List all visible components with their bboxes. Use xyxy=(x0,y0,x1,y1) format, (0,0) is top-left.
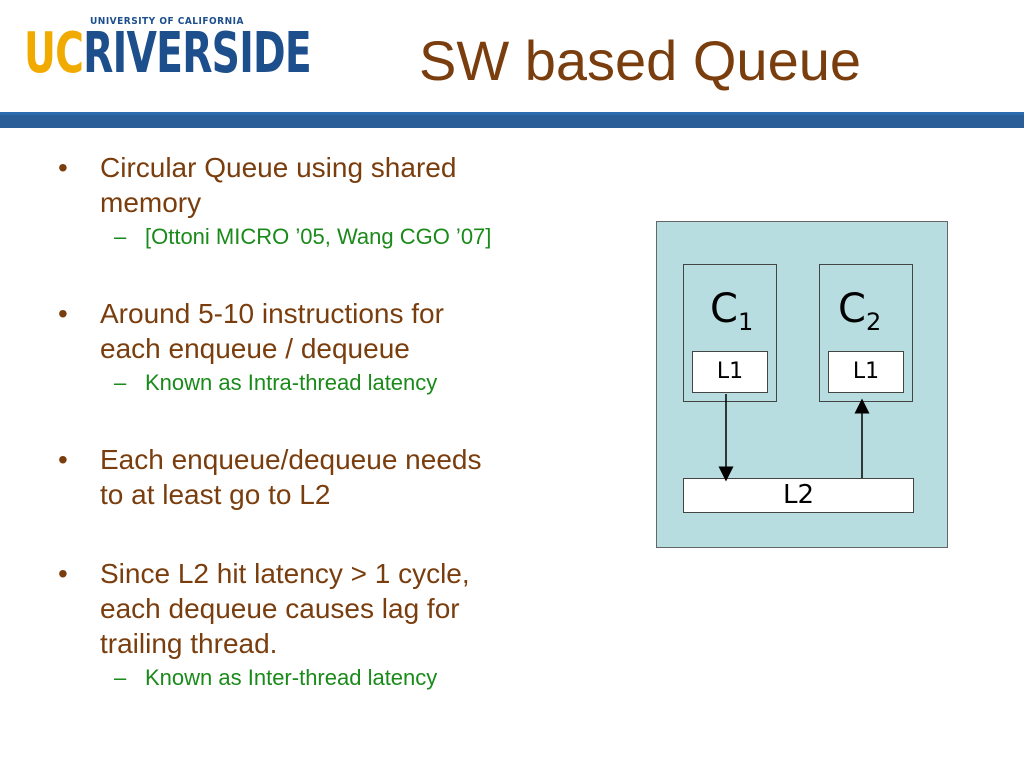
bullet-1-line-2: memory xyxy=(100,187,202,218)
core-c2-label: C2 xyxy=(838,286,882,336)
bullet-item-1: • Circular Queue using shared memory xyxy=(56,150,596,220)
bullet-3-line-2: to at least go to L2 xyxy=(100,479,331,510)
logo-university-text: UNIVERSITY OF CALIFORNIA xyxy=(90,16,244,27)
sub-item-4-text: Known as Inter-thread latency xyxy=(145,665,438,690)
diagram-arrows xyxy=(718,394,870,482)
bullet-3-line-1: Each enqueue/dequeue needs xyxy=(100,444,482,475)
sub-item-2-text: Known as Intra-thread latency xyxy=(145,370,438,395)
sub-marker: – xyxy=(114,665,127,690)
sub-marker: – xyxy=(114,370,127,395)
core-c1-label: C1 xyxy=(710,286,754,336)
sub-item-4: – Known as Inter-thread latency xyxy=(56,663,596,693)
core-c2-l1-cache: L1 xyxy=(828,351,904,393)
bullet-2-line-1: Around 5-10 instructions for xyxy=(100,298,444,329)
ucr-logo: UNIVERSITY OF CALIFORNIA UCRIVERSIDE xyxy=(24,16,312,86)
logo-wordmark: UCRIVERSIDE xyxy=(24,21,312,86)
bullet-marker: • xyxy=(58,152,68,183)
logo-uc: UC xyxy=(24,21,84,86)
bullet-list: • Circular Queue using shared memory – [… xyxy=(56,150,596,693)
sub-marker: – xyxy=(114,224,127,249)
core-c1-box: C1 L1 xyxy=(683,264,777,402)
bullet-marker: • xyxy=(58,298,68,329)
bullet-4-line-2: each dequeue causes lag for xyxy=(100,593,460,624)
slide-title: SW based Queue xyxy=(418,29,862,92)
core-c2-box: C2 L1 xyxy=(819,264,913,402)
sub-item-2: – Known as Intra-thread latency xyxy=(56,368,596,398)
bullet-item-3: • Each enqueue/dequeue needs to at least… xyxy=(56,442,596,512)
bullet-marker: • xyxy=(58,558,68,589)
header-rule xyxy=(0,112,1024,115)
l2-cache: L2 xyxy=(683,478,914,513)
sub-item-1: – [Ottoni MICRO ’05, Wang CGO ’07] xyxy=(56,222,596,252)
bullet-2-line-2: each enqueue / dequeue xyxy=(100,333,410,364)
bullet-item-2: • Around 5-10 instructions for each enqu… xyxy=(56,296,596,366)
cache-diagram: C1 L1 C2 L1 L2 xyxy=(656,221,948,548)
logo-riverside: RIVERSIDE xyxy=(83,21,312,86)
sub-item-1-text: [Ottoni MICRO ’05, Wang CGO ’07] xyxy=(145,224,492,249)
bullet-4-line-1: Since L2 hit latency > 1 cycle, xyxy=(100,558,470,589)
header-bar xyxy=(0,115,1024,128)
bullet-marker: • xyxy=(58,444,68,475)
bullet-1-line-1: Circular Queue using shared xyxy=(100,152,457,183)
bullet-4-line-3: trailing thread. xyxy=(100,628,278,659)
core-c1-l1-cache: L1 xyxy=(692,351,768,393)
bullet-item-4: • Since L2 hit latency > 1 cycle, each d… xyxy=(56,556,596,661)
